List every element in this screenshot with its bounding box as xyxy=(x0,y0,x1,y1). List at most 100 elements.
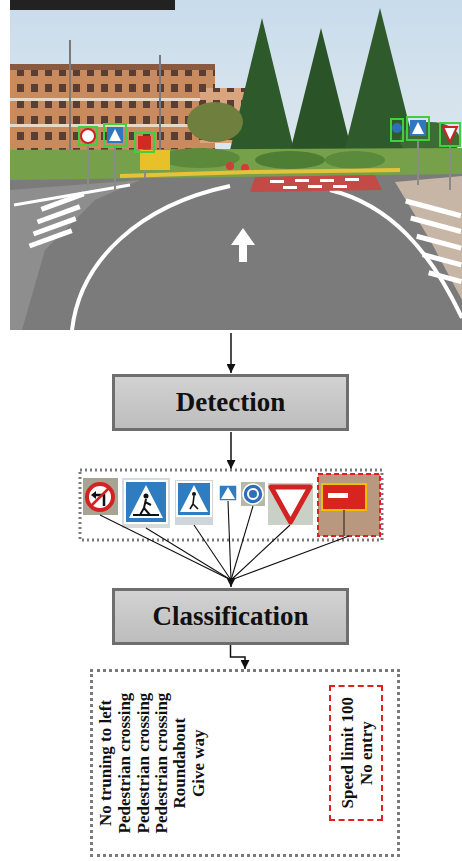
roundabout-thumb-part xyxy=(243,484,263,504)
road-markings xyxy=(14,185,462,330)
stage-label: Detection xyxy=(176,388,285,418)
street-signs xyxy=(81,120,457,170)
street-signs-part xyxy=(109,129,121,141)
class-label: No truning to left xyxy=(97,700,115,826)
detection-boxes-part xyxy=(407,117,429,140)
trees-part xyxy=(290,28,352,152)
pedestrian-thumb xyxy=(175,480,213,525)
hedges-part xyxy=(226,162,234,170)
sign-thumbnails xyxy=(80,470,382,580)
class-label: Roundabout xyxy=(171,718,189,809)
red-crossing-stripes-part xyxy=(308,185,322,188)
no-left-turn-thumb-part xyxy=(83,478,118,515)
road-markings-part xyxy=(72,186,230,330)
flow-arrows-part xyxy=(230,580,232,587)
crosswalks xyxy=(29,192,462,284)
buildings-part xyxy=(10,68,215,153)
fan-lines-part xyxy=(231,536,349,580)
fan-lines-part xyxy=(231,525,290,580)
class-label: Speed limit 100 xyxy=(339,697,357,808)
class-label: Pedestrian crossing xyxy=(135,693,153,834)
detection-boxes-part xyxy=(440,123,460,146)
highlight-box: Speed limit 100No entry xyxy=(329,685,383,821)
street-signs-part xyxy=(443,127,457,142)
flow-arrow xyxy=(231,645,246,669)
pedestrian-thumb-part xyxy=(180,485,208,512)
sign-posts-part xyxy=(449,146,451,190)
no-left-turn-thumb-part xyxy=(91,491,96,499)
sign-posts-part xyxy=(417,140,419,185)
pedestrian-thumb-part xyxy=(190,496,198,509)
thumbnail-frame xyxy=(80,470,382,540)
fan-lines-part xyxy=(231,506,253,580)
speed-limit-thumb xyxy=(318,474,380,536)
pedestrian-thumb-part xyxy=(125,481,167,523)
trees xyxy=(187,8,460,160)
trees-part xyxy=(187,102,243,142)
no-left-turn-thumb-part xyxy=(87,484,113,510)
road-markings-part xyxy=(14,185,130,205)
road xyxy=(10,174,462,330)
fan-lines-part xyxy=(146,528,231,580)
buildings-part xyxy=(10,64,215,70)
detection-boxes-part xyxy=(79,127,97,145)
fan-lines-part xyxy=(100,515,231,580)
buildings-part xyxy=(10,98,215,101)
street-signs-part xyxy=(410,120,426,136)
red-crossing-stripes-part xyxy=(345,178,359,181)
lamp-posts-part xyxy=(69,40,71,160)
detection-boxes xyxy=(79,117,460,152)
output-box: No truning to leftPedestrian crossingPed… xyxy=(90,669,400,857)
fan-lines-part xyxy=(194,525,231,580)
detection-boxes-part xyxy=(104,124,126,146)
buildings xyxy=(10,64,260,153)
stage-label: Classification xyxy=(152,602,308,632)
class-label: Give way xyxy=(190,729,208,797)
class-label: Pedestrian crossing xyxy=(116,693,134,834)
give-way-thumb xyxy=(268,483,313,525)
road-photo xyxy=(10,0,462,330)
pedestrian-thumb-part xyxy=(219,485,237,501)
street-signs-part xyxy=(107,127,123,143)
pedestrian-thumb-part xyxy=(144,494,149,499)
red-crossing-stripes-part xyxy=(295,179,309,182)
process-box: Classification xyxy=(112,588,349,645)
red-crossing-stripes xyxy=(270,178,359,189)
street-signs-part xyxy=(412,122,424,134)
no-left-turn-thumb-part xyxy=(91,488,109,506)
crosswalks-part xyxy=(428,270,462,284)
pedestrian-thumb xyxy=(122,478,170,528)
pedestrian-thumb-part xyxy=(177,482,211,516)
hedges xyxy=(160,148,385,172)
red-crossing-stripes-part xyxy=(270,180,284,183)
curb xyxy=(120,170,400,176)
dark-bar xyxy=(10,0,175,10)
pedestrian-thumb xyxy=(219,485,237,501)
class-label: Pedestrian crossing xyxy=(153,693,171,834)
road-arrow xyxy=(231,228,255,262)
no-left-turn-thumb xyxy=(83,478,118,515)
crosswalks-part xyxy=(410,216,462,234)
pedestrian-thumb-part xyxy=(140,499,151,515)
flow-arrows-part xyxy=(230,432,232,469)
fan-lines xyxy=(100,501,349,580)
give-way-thumb-part xyxy=(268,483,313,525)
crosswalks-part xyxy=(405,199,461,219)
pedestrian-thumb-part xyxy=(129,485,163,518)
pedestrian-thumb-part xyxy=(175,480,213,525)
class-label: No entry xyxy=(358,721,376,785)
give-way-thumb-part xyxy=(271,487,310,522)
roundabout-thumb-part xyxy=(248,489,258,499)
fan-lines-part xyxy=(228,501,231,580)
pedestrian-thumb-part xyxy=(221,487,235,499)
detection-boxes-part xyxy=(135,133,154,152)
crosswalks-part xyxy=(416,234,462,251)
roundabout-thumb-part xyxy=(241,482,265,506)
street-signs-part xyxy=(81,129,95,143)
lamp-posts-part xyxy=(159,55,161,160)
flow-arrows-part xyxy=(230,333,232,373)
sign-posts-part xyxy=(87,145,89,190)
crosswalks-part xyxy=(29,228,73,248)
crosswalks-part xyxy=(422,252,462,267)
